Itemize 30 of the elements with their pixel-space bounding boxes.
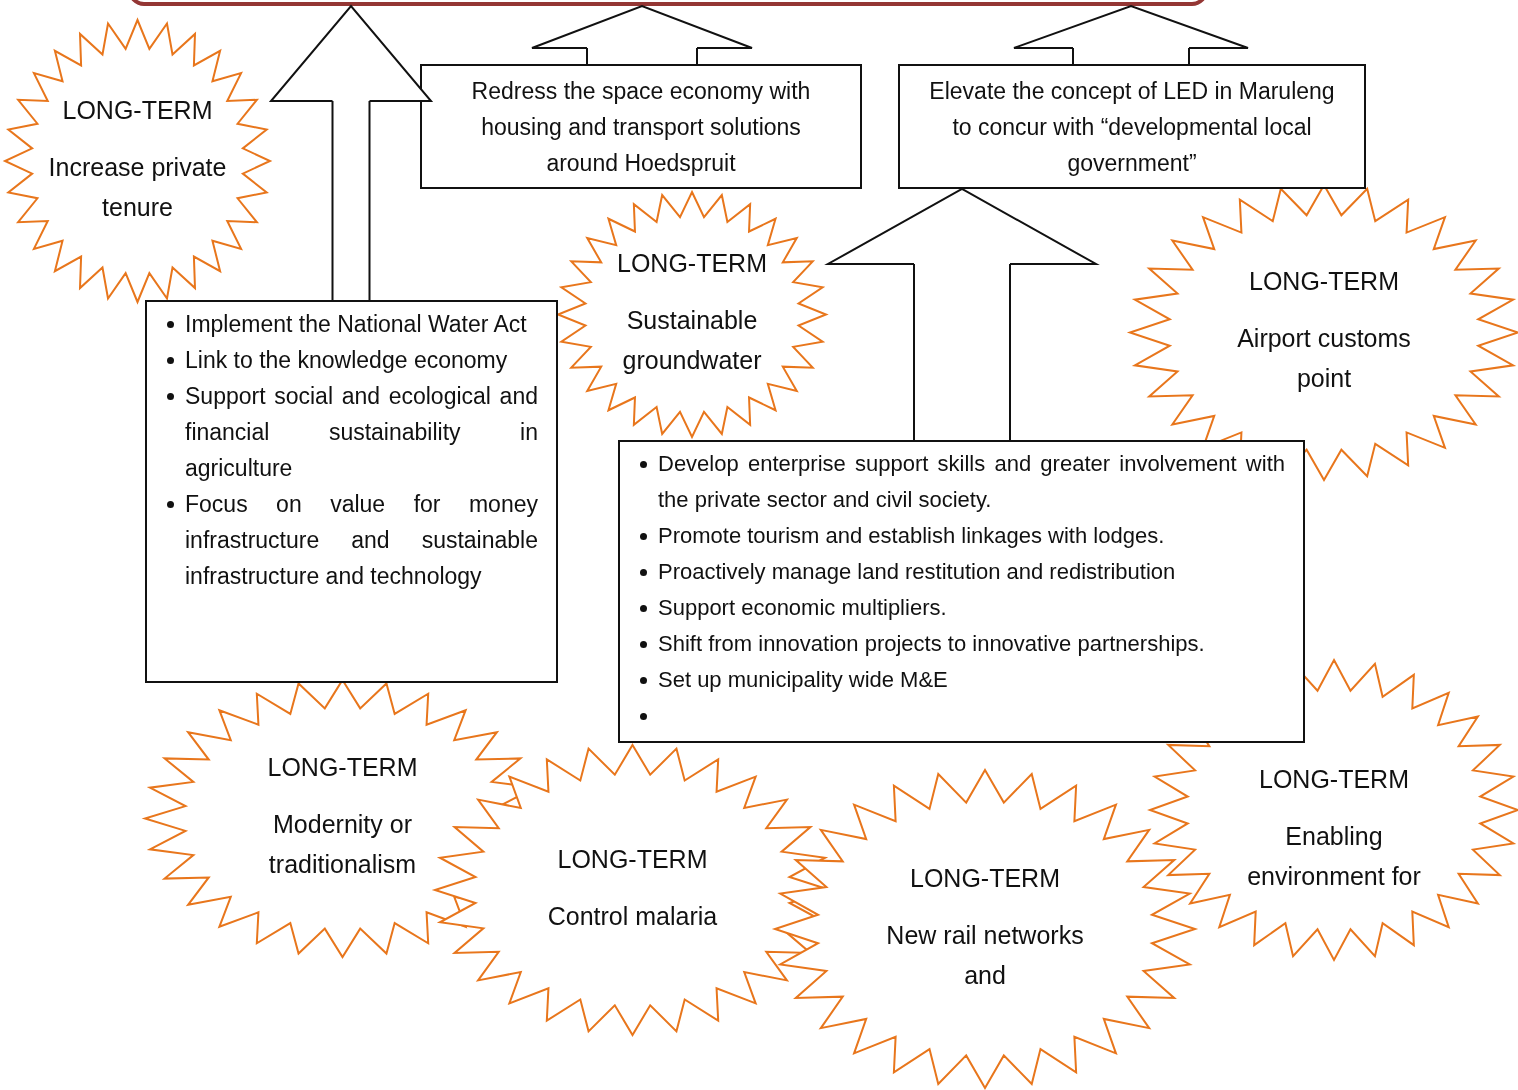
goal-text: Elevate the concept of LED in Maruleng to concur with “developmental local government” bbox=[928, 76, 1336, 178]
bullet-item: Promote tourism and establish linkages with lodges. bbox=[642, 518, 1285, 554]
bullet-item: Support social and ecological and financial sustainability in agriculture bbox=[169, 378, 538, 486]
bullet-item: Implement the National Water Act bbox=[169, 306, 538, 342]
bullet-item: Set up municipality wide M&E bbox=[642, 662, 1285, 698]
goal-text: Airport customs point bbox=[1236, 323, 1412, 394]
text-box bbox=[420, 64, 862, 189]
bullet-item: Focus on value for money infrastructure and sustainable infrastructure and technology bbox=[169, 486, 538, 594]
goal-text: Control malaria bbox=[546, 900, 719, 932]
text-box bbox=[618, 440, 1305, 743]
term-label: LONG-TERM bbox=[1249, 267, 1399, 296]
bullet-item: Shift from innovation projects to innovative partnerships. bbox=[642, 626, 1285, 662]
term-label: LONG-TERM bbox=[62, 95, 213, 125]
term-label: LONG-TERM bbox=[617, 249, 767, 278]
bullet-item: Support economic multipliers. bbox=[642, 590, 1285, 626]
term-label: LONG-TERM bbox=[267, 753, 418, 782]
bullet-item: Develop enterprise support skills and greater involvement with the private sector and civil society. bbox=[642, 446, 1285, 518]
goal-text: New rail networks and bbox=[885, 919, 1085, 991]
bullet-item: Proactively manage land restitution and redistribution bbox=[642, 554, 1285, 590]
goal-text: Redress the space economy with housing and transport solutions around Hoedspruit bbox=[470, 76, 812, 178]
text-box bbox=[145, 300, 558, 683]
goal-text: Increase private tenure bbox=[47, 151, 228, 223]
term-label: LONG-TERM bbox=[1259, 764, 1409, 794]
goal-text: Modernity or traditionalism bbox=[267, 809, 418, 880]
term-label: LONG-TERM bbox=[557, 844, 708, 874]
goal-text: Enabling environment for bbox=[1246, 820, 1422, 892]
text-box bbox=[898, 64, 1366, 189]
bullet-item: Link to the knowledge economy bbox=[169, 342, 538, 378]
goal-text: Sustainable groundwater bbox=[621, 305, 763, 376]
term-label: LONG-TERM bbox=[910, 863, 1060, 893]
